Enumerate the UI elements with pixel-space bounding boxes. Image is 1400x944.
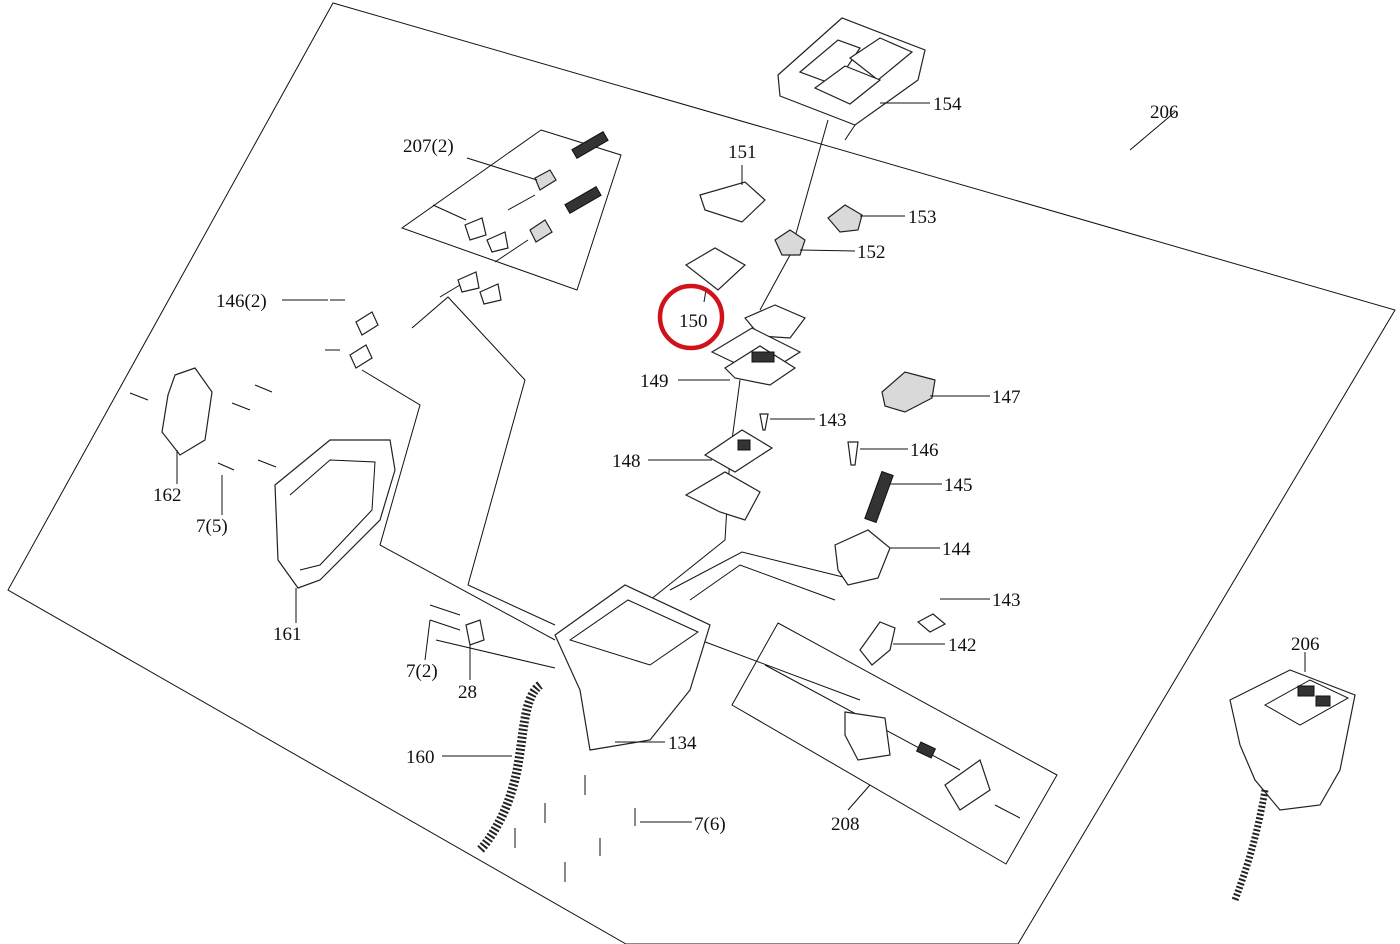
- part-160-cable: [476, 681, 544, 854]
- route-line-142: [699, 639, 861, 701]
- label-146-2: 146(2): [216, 291, 267, 312]
- label-154: 154: [933, 94, 962, 115]
- part-152-clip: [774, 229, 806, 256]
- screws-7-5: [129, 384, 277, 471]
- label-143-top: 143: [818, 410, 847, 431]
- part-143-screw: [759, 413, 769, 431]
- part-146-2-switches: [325, 299, 379, 369]
- label-207: 207(2): [403, 136, 454, 157]
- label-28: 28: [458, 682, 477, 703]
- part-208-actuator: [764, 664, 1021, 819]
- part-146-screw: [847, 441, 859, 466]
- assembly-boundary: [7, 2, 1396, 944]
- label-151: 151: [728, 142, 757, 163]
- label-162: 162: [153, 485, 182, 506]
- part-150-plate: [684, 247, 747, 291]
- label-7-6: 7(6): [694, 814, 726, 835]
- part-143-pad: [916, 613, 947, 633]
- label-7-2: 7(2): [406, 661, 438, 682]
- route-line-161: [361, 369, 556, 641]
- route-line-144: [689, 564, 836, 601]
- label-147: 147: [992, 387, 1021, 408]
- group-208-box: [731, 622, 1058, 865]
- label-150: 150: [679, 311, 708, 332]
- screws-7-2-and-28: [429, 604, 485, 646]
- part-145-spring: [864, 470, 894, 524]
- label-134: 134: [668, 733, 697, 754]
- label-160: 160: [406, 747, 435, 768]
- label-142: 142: [948, 635, 977, 656]
- route-line-149: [759, 119, 829, 311]
- label-153: 153: [908, 207, 937, 228]
- route-line-left: [411, 296, 556, 626]
- label-161: 161: [273, 624, 302, 645]
- part-206-assembled-unit: [1229, 669, 1356, 902]
- part-153-cap: [827, 204, 863, 233]
- part-151-plate: [699, 181, 766, 223]
- label-145: 145: [944, 475, 973, 496]
- screws-7-6: [514, 775, 636, 882]
- leader-lines: [176, 102, 1306, 823]
- part-207-spring-set: [457, 130, 609, 305]
- part-147-button-cover: [881, 371, 936, 413]
- route-line-160: [435, 639, 556, 669]
- part-162-bracket: [161, 367, 213, 456]
- label-144: 144: [942, 539, 971, 560]
- part-142-bracket: [859, 621, 896, 666]
- label-149: 149: [640, 371, 669, 392]
- label-208: 208: [831, 814, 860, 835]
- label-146: 146: [910, 440, 939, 461]
- part-134-main-housing: [554, 584, 711, 751]
- part-149-display: [710, 304, 806, 386]
- label-148: 148: [612, 451, 641, 472]
- label-206-boundary: 206: [1150, 102, 1179, 123]
- label-7-5: 7(5): [196, 516, 228, 537]
- part-144-latch: [834, 529, 891, 586]
- label-206-unit: 206: [1291, 634, 1320, 655]
- label-143-bottom: 143: [992, 590, 1021, 611]
- highlight-circle: [657, 283, 725, 351]
- route-line-144b: [669, 551, 856, 591]
- part-148-pcb: [684, 429, 774, 521]
- part-154-top-cover: [777, 17, 926, 141]
- part-161-housing: [274, 439, 396, 589]
- label-152: 152: [857, 242, 886, 263]
